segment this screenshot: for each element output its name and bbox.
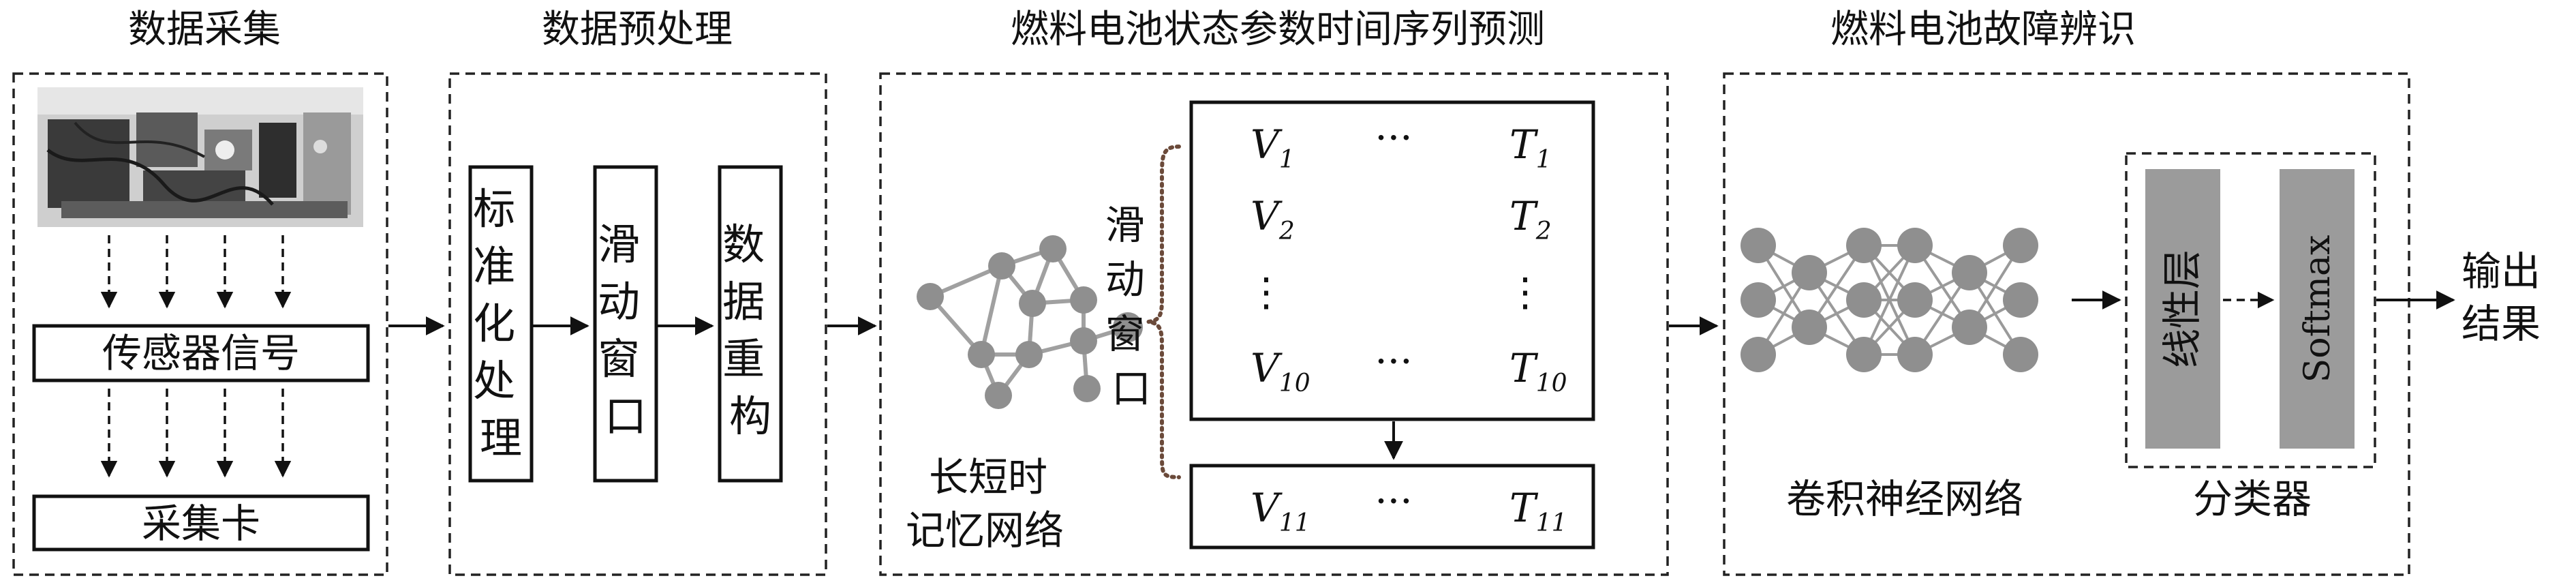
output-row-t: T11: [1509, 485, 1567, 537]
cnn-node: [1952, 310, 1987, 345]
output-label-line1: 输出: [2462, 248, 2541, 295]
photo-to-sensor-arrows: [100, 235, 292, 309]
matrix-box: [1189, 100, 1595, 421]
step-label-standardize-char-1: 标: [473, 184, 515, 234]
cnn-node: [1792, 310, 1827, 345]
output-row: V11 ··· T11: [1251, 478, 1567, 537]
cnn-edge: [1862, 245, 1916, 355]
cnn-node: [2003, 282, 2038, 318]
output-label-line2: 结果: [2462, 301, 2541, 347]
step-label-reconstruct-char-2: 据: [722, 277, 765, 327]
sliding-window-char-3: 窗: [1105, 311, 1145, 357]
sensor-signal-label: 传感器信号: [102, 330, 300, 376]
matrix-row-2: V2 T2: [1251, 193, 1552, 245]
cnn-graph: [1741, 228, 2038, 372]
step-label-reconstruct-char-3: 重: [722, 334, 765, 384]
step-label-sliding-window-char-3: 窗: [598, 334, 640, 384]
prediction-frame: [879, 72, 1669, 576]
cnn-node: [1897, 337, 1933, 372]
step-label-standardize-char-5: 理: [480, 413, 522, 463]
step-label-reconstruct-char-1: 数: [722, 220, 765, 269]
diagnosis-frame: [1723, 72, 2410, 576]
step-label-reconstruct: 数 据 重 构: [722, 220, 778, 441]
lstm-network-graph: [917, 235, 1143, 409]
section-title-acquisition: 数据采集: [128, 7, 281, 52]
step-label-standardize-char-3: 化: [473, 299, 515, 348]
daq-card-box: [32, 494, 370, 552]
section-title-diagnosis: 燃料电池故障辨识: [1830, 7, 2136, 52]
matrix-row-1-v: V1: [1251, 121, 1295, 174]
matrix-row-3-vdots: ⋮: [1246, 269, 1286, 315]
matrix-row-4-t: T10: [1509, 345, 1567, 397]
classifier-label: 分类器: [2193, 476, 2312, 522]
cnn-node: [2003, 337, 2038, 372]
cnn-node: [1897, 228, 1933, 263]
step-label-reconstruct-char-4: 构: [729, 391, 771, 441]
section-title-prediction: 燃料电池状态参数时间序列预测: [1011, 7, 1545, 52]
sliding-window-label: 滑 动 窗 口: [1105, 202, 1157, 412]
matrix-row-2-v: V2: [1251, 193, 1295, 245]
step-box-sliding-window: [593, 165, 658, 483]
matrix-row-2-t: T2: [1509, 193, 1552, 245]
matrix-row-3-tdots: ⋮: [1505, 269, 1545, 315]
step-box-standardize: [468, 165, 534, 483]
cnn-node: [1792, 255, 1827, 290]
sliding-window-char-1: 滑: [1105, 202, 1145, 248]
matrix-row-4-ellipsis: ···: [1375, 338, 1412, 385]
sensor-signal-box: [32, 324, 370, 382]
cnn-node: [1846, 228, 1882, 263]
output-row-ellipsis: ···: [1375, 478, 1412, 524]
cnn-node: [2003, 228, 2038, 263]
linear-layer-bar: [2145, 169, 2220, 449]
preprocessing-frame: [448, 72, 827, 576]
output-row-v: V11: [1251, 485, 1310, 537]
matrix-row-4: V10 ··· T10: [1251, 338, 1567, 397]
cnn-node: [1741, 228, 1776, 263]
linear-layer-label: 线性层: [2159, 250, 2205, 368]
output-row-box: [1189, 464, 1595, 550]
equipment-photo: [37, 87, 363, 227]
acquisition-frame: [12, 72, 388, 576]
step-label-sliding-window-char-4: 口: [604, 391, 647, 441]
cnn-node: [1846, 337, 1882, 372]
daq-card-label: 采集卡: [142, 500, 260, 547]
matrix-row-4-v: V10: [1251, 345, 1310, 397]
cnn-label: 卷积神经网络: [1786, 476, 2023, 522]
step-label-standardize-char-2: 准: [473, 241, 515, 291]
sliding-window-char-2: 动: [1105, 256, 1145, 303]
sensor-to-daq-arrows: [100, 389, 292, 478]
lstm-label-line2: 记忆网络: [906, 507, 1064, 554]
matrix-row-1: V1 ··· T1: [1251, 115, 1552, 174]
step-label-standardize-char-4: 处: [473, 356, 515, 406]
step-label-sliding-window-char-1: 滑: [598, 220, 640, 269]
matrix-row-3: ⋮ ⋮: [1246, 269, 1545, 315]
step-label-sliding-window-char-2: 动: [598, 277, 640, 327]
sliding-window-brace: [1148, 145, 1181, 479]
section-title-preprocessing: 数据预处理: [542, 7, 733, 52]
cnn-node: [1741, 337, 1776, 372]
cnn-node: [1952, 255, 1987, 290]
step-box-reconstruct: [718, 165, 783, 483]
cnn-node: [1741, 282, 1776, 318]
softmax-label: Softmax: [2297, 235, 2338, 383]
sliding-window-char-4: 口: [1111, 365, 1151, 412]
matrix-row-1-t: T1: [1509, 121, 1552, 174]
softmax-bar: [2280, 169, 2355, 449]
matrix-row-1-ellipsis: ···: [1375, 115, 1412, 161]
lstm-label-line1: 长短时: [929, 454, 1047, 500]
step-label-standardize: 标 准 化 处 理: [473, 184, 529, 463]
cnn-node: [1846, 282, 1882, 318]
step-label-sliding-window: 滑 动 窗 口: [598, 220, 654, 441]
cnn-node: [1897, 282, 1933, 318]
